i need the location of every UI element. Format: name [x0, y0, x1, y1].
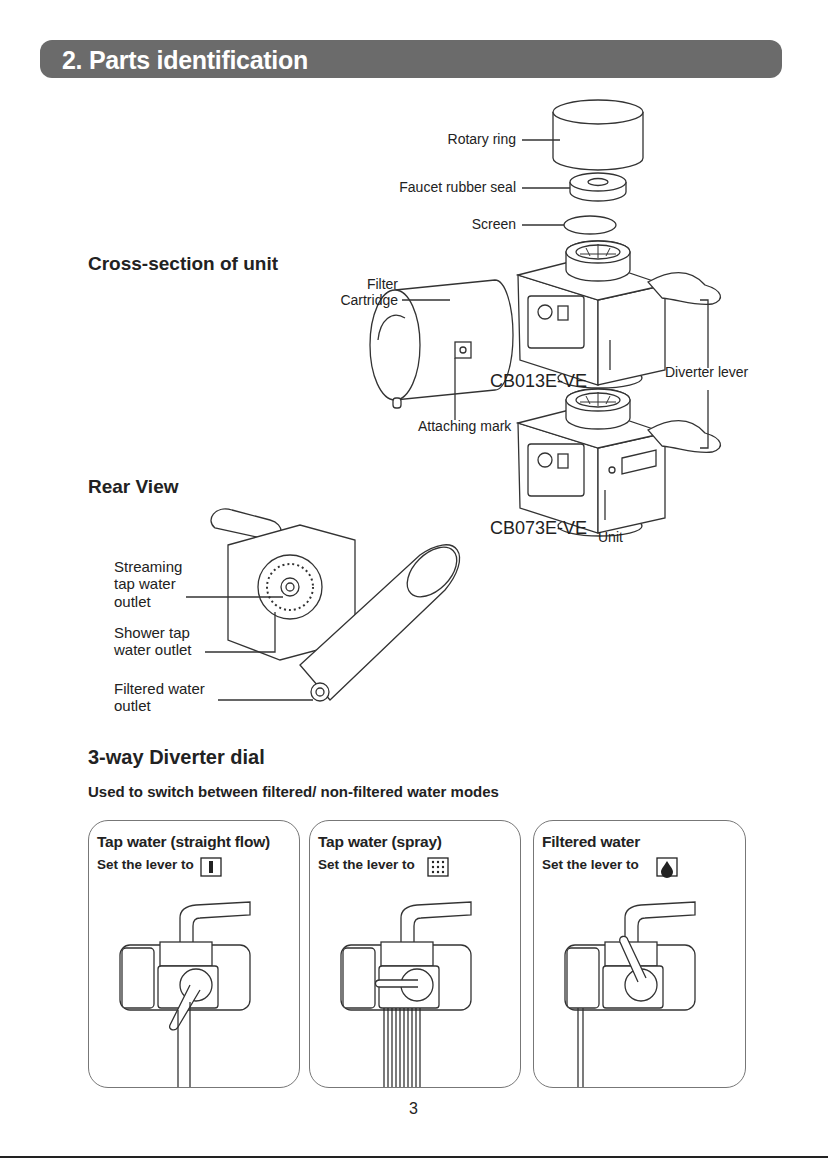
part-name: Shower tap water outlet: [114, 624, 214, 659]
part-name: Rotary ring: [448, 131, 516, 147]
title-band: 2. Parts identification: [40, 40, 782, 78]
part-name: Filtered water outlet: [114, 680, 234, 715]
panel-heading: Tap water (straight flow): [97, 833, 291, 851]
part-name: Streaming tap water outlet: [114, 558, 199, 610]
part-name: Attaching mark: [418, 418, 511, 434]
mode-panel: Tap water (straight flow) Set the lever t…: [88, 820, 300, 1088]
part-name: Unit: [598, 529, 623, 545]
section-heading: 3-way Diverter dial: [88, 746, 265, 769]
mode-panel: Tap water (spray) Set the lever to: [309, 820, 521, 1088]
part-name: Filter Cartridge: [323, 276, 398, 308]
model-number: CB073E-VE: [490, 518, 587, 539]
panel-instruction: Set the lever to: [542, 857, 737, 872]
part-name: Screen: [472, 216, 516, 232]
panel-heading: Filtered water: [542, 833, 737, 851]
panel-instruction: Set the lever to: [97, 857, 291, 872]
model-number: CB013E-VE: [490, 371, 587, 392]
section-heading: Cross-section of unit: [88, 253, 278, 275]
panel-heading: Tap water (spray): [318, 833, 512, 851]
page-title: 2. Parts identification: [62, 46, 308, 75]
mode-panel: Filtered waterSet the lever to: [533, 820, 746, 1088]
panel-instruction: Set the lever to: [318, 857, 512, 872]
part-name: Faucet rubber seal: [399, 179, 516, 195]
section-subtitle: Used to switch between filtered/ non-fil…: [88, 783, 499, 800]
part-name: Diverter lever: [665, 364, 748, 380]
page-number: 3: [409, 1100, 418, 1118]
section-heading: Rear View: [88, 476, 178, 498]
